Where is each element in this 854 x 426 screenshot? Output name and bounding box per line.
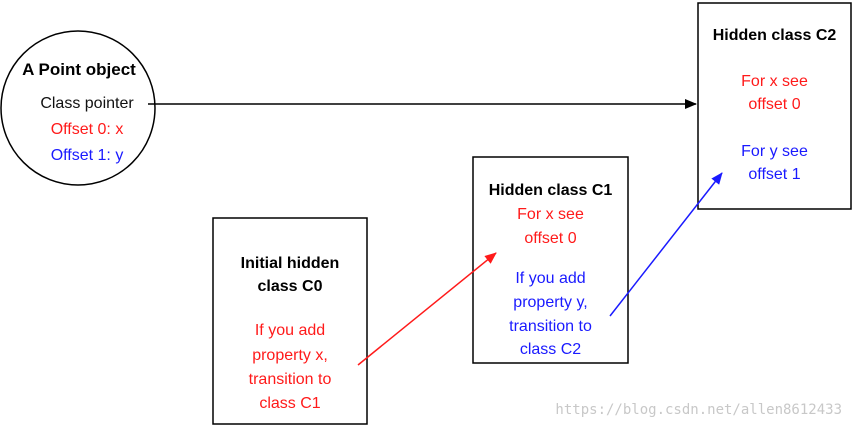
c2-y-line: For y see xyxy=(741,143,808,160)
c0-text-line: If you add xyxy=(254,322,326,339)
c1-title: Hidden class C1 xyxy=(488,182,613,199)
c2-y-line: offset 1 xyxy=(748,166,801,183)
c2-x-line: offset 0 xyxy=(748,96,801,113)
c1-to-c2-arrow xyxy=(609,172,723,317)
hidden-class-c1-box xyxy=(472,156,629,364)
c1-x-line: For x see xyxy=(517,206,584,223)
c1-x-line: offset 0 xyxy=(524,230,577,247)
c1-transition-line: property y, xyxy=(513,294,588,311)
c0-text-line: transition to xyxy=(248,371,332,388)
c0-to-c1-arrow xyxy=(357,252,497,366)
c1-transition-line: If you add xyxy=(515,270,586,287)
hidden-class-c0-box xyxy=(212,217,368,425)
c2-title: Hidden class C2 xyxy=(712,27,837,44)
point-object-circle xyxy=(0,30,156,186)
offset0-label: Offset 0: x xyxy=(50,121,124,138)
c2-x-line: For x see xyxy=(741,73,808,90)
hidden-class-c2-box xyxy=(697,2,852,210)
c0-text-line: class C1 xyxy=(259,395,321,412)
c0-text-line: property x, xyxy=(252,347,328,364)
c0-title-line2: class C0 xyxy=(257,278,323,295)
c0-title-line1: Initial hidden xyxy=(240,255,340,272)
offset1-label: Offset 1: y xyxy=(50,147,124,164)
class-pointer-label: Class pointer xyxy=(40,95,134,112)
watermark: https://blog.csdn.net/allen8612433 xyxy=(555,402,842,418)
c1-transition-line: class C2 xyxy=(519,341,582,358)
c1-transition-line: transition to xyxy=(509,318,592,335)
point-object-title: A Point object xyxy=(22,60,136,79)
